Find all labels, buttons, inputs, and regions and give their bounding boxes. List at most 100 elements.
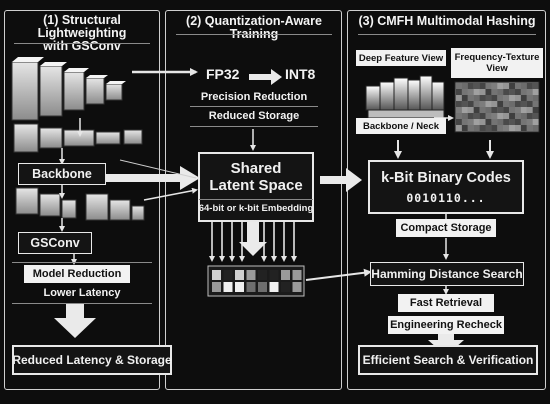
texture-cell <box>532 113 539 119</box>
texture-cell <box>515 119 521 125</box>
code-cell <box>246 282 256 292</box>
column-1-title-line2: with GSConv <box>43 39 121 54</box>
texture-cell <box>526 107 533 113</box>
code-cell <box>281 270 290 280</box>
texture-cell <box>467 89 474 95</box>
code-cell <box>292 270 302 280</box>
binary-codes-title: k-Bit Binary Codes <box>381 170 511 186</box>
code-cell <box>281 282 290 292</box>
texture-cell <box>461 125 468 131</box>
texture-cell <box>497 89 504 95</box>
texture-cell <box>479 119 486 125</box>
texture-cell <box>473 89 480 95</box>
column-1-title: (1) Structural Lightweighting with GSCon… <box>6 13 158 54</box>
column-1-divider <box>12 262 152 263</box>
reduced-latency-storage-box: Reduced Latency & Storage <box>12 345 172 375</box>
texture-cell <box>515 95 521 101</box>
frequency-view-line-1: Frequency-Texture <box>454 52 540 63</box>
texture-cell <box>509 89 515 95</box>
texture-cell <box>456 125 462 131</box>
texture-cell <box>467 125 474 131</box>
texture-cell <box>526 83 533 89</box>
texture-cell <box>461 101 468 107</box>
texture-cell <box>485 83 492 89</box>
precision-reduction-label: Precision Reduction <box>200 91 308 103</box>
texture-cell <box>526 101 533 107</box>
texture-cell <box>509 95 515 101</box>
texture-cell <box>497 107 504 113</box>
texture-cell <box>456 119 462 125</box>
texture-cell <box>520 125 527 131</box>
code-cell <box>223 270 233 280</box>
texture-cell <box>526 89 533 95</box>
texture-cell <box>491 107 498 113</box>
texture-cell <box>473 125 480 131</box>
lower-latency-label: Lower Latency <box>43 287 121 299</box>
column-2-divider-2 <box>190 126 318 127</box>
latent-line-2: Latent Space <box>209 177 303 194</box>
network-blocks-top <box>11 57 143 153</box>
texture-cell <box>503 125 510 131</box>
texture-cell <box>456 83 462 89</box>
texture-cell <box>520 107 527 113</box>
texture-cell <box>515 107 521 113</box>
texture-cell <box>520 113 527 119</box>
texture-cell <box>497 101 504 107</box>
texture-cell <box>509 101 515 107</box>
deep-feature-view-label: Deep Feature View <box>356 50 446 66</box>
texture-cell <box>461 89 468 95</box>
texture-cell <box>526 95 533 101</box>
column-1-title-line1: (1) Structural Lightweighting <box>37 13 127 41</box>
texture-cell <box>473 107 480 113</box>
texture-cell <box>497 113 504 119</box>
backbone-box: Backbone <box>18 163 106 185</box>
code-cell <box>235 270 244 280</box>
texture-cell <box>497 83 504 89</box>
column-2-title-rule <box>176 34 332 35</box>
texture-cell <box>467 107 474 113</box>
texture-cell <box>473 113 480 119</box>
texture-cell <box>503 95 510 101</box>
texture-cell <box>467 113 474 119</box>
column-1-divider-2 <box>12 303 152 304</box>
texture-cell <box>467 101 474 107</box>
texture-cell <box>503 83 510 89</box>
texture-cell <box>491 95 498 101</box>
texture-cell <box>515 125 521 131</box>
texture-cell <box>503 89 510 95</box>
texture-cell <box>526 125 533 131</box>
binary-bits: 0010110... <box>406 191 486 205</box>
hamming-distance-search-box: Hamming Distance Search <box>370 262 524 286</box>
texture-cell <box>479 107 486 113</box>
texture-cell <box>479 113 486 119</box>
int8-label: INT8 <box>285 66 316 82</box>
texture-cell <box>503 107 510 113</box>
texture-cell <box>467 83 474 89</box>
column-3-title-rule <box>358 34 536 35</box>
texture-cell <box>520 95 527 101</box>
texture-cell <box>461 113 468 119</box>
texture-cell <box>497 125 504 131</box>
texture-cell <box>461 83 468 89</box>
code-cell <box>269 282 279 292</box>
code-cell <box>269 270 279 280</box>
panel-quantization-aware-training <box>165 10 342 390</box>
texture-cell <box>532 125 539 131</box>
texture-cell <box>497 119 504 125</box>
texture-cell <box>520 101 527 107</box>
embedding-label: 64-bit or k-bit Embedding <box>198 199 314 214</box>
texture-cell <box>473 83 480 89</box>
code-cell <box>292 282 302 292</box>
latent-line-1: Shared <box>230 160 282 177</box>
fast-retrieval-box: Fast Retrieval <box>398 294 494 312</box>
texture-cell <box>456 113 462 119</box>
texture-cell <box>485 95 492 101</box>
texture-cell <box>491 113 498 119</box>
texture-cell <box>461 119 468 125</box>
texture-cell <box>503 119 510 125</box>
texture-cell <box>532 89 539 95</box>
efficient-search-verification-box: Efficient Search & Verification <box>358 345 538 375</box>
texture-cell <box>526 119 533 125</box>
code-cell <box>258 282 267 292</box>
column-3-title: (3) CMFH Multimodal Hashing <box>358 14 536 28</box>
